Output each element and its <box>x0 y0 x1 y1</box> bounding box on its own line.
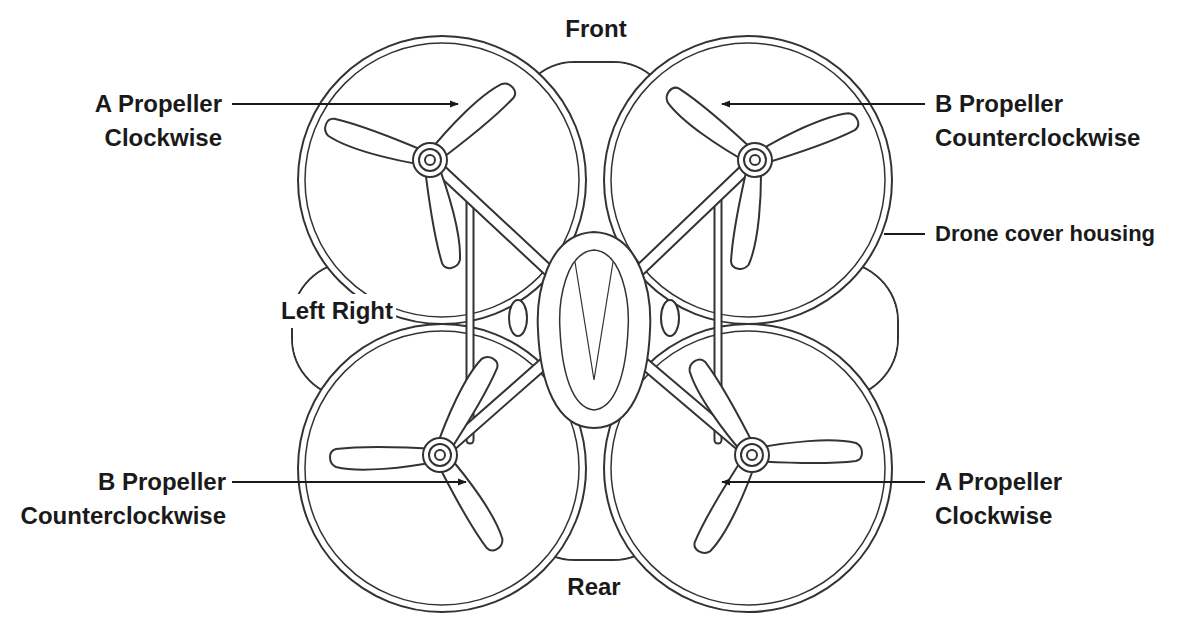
frame-arms <box>430 160 755 455</box>
motor <box>413 143 447 177</box>
hub-body <box>538 232 650 428</box>
propeller-label: A Propeller Clockwise <box>935 465 1085 533</box>
propeller <box>330 352 508 554</box>
hub-joint <box>509 300 527 336</box>
central-hub <box>509 232 679 428</box>
leader-line <box>232 481 466 483</box>
hub-canopy <box>560 250 629 410</box>
motor <box>735 438 769 472</box>
guard-ring-inner <box>611 331 885 605</box>
hub-joint <box>661 300 679 336</box>
propeller <box>322 78 520 270</box>
direction-label: Front <box>565 12 626 46</box>
motor <box>738 143 772 177</box>
propeller-label: A Propeller Clockwise <box>72 87 222 155</box>
part-label: Drone cover housing <box>935 217 1155 251</box>
hub-canopy-line <box>575 262 613 380</box>
propeller <box>684 356 862 558</box>
propeller <box>661 83 861 271</box>
propeller-label: B Propeller Counterclockwise <box>6 465 226 533</box>
guard-ring-inner <box>611 43 885 317</box>
leader-lines <box>232 104 925 482</box>
motor <box>423 438 457 472</box>
guard-ring <box>604 324 892 612</box>
guard-ring-inner <box>305 43 579 317</box>
propeller-label: B Propeller Counterclockwise <box>935 87 1155 155</box>
direction-label: Rear <box>567 570 620 604</box>
guard-ring-inner <box>305 331 579 605</box>
leader-line <box>232 103 458 105</box>
direction-label: Left Right <box>278 294 396 328</box>
leader-line <box>722 103 925 105</box>
leader-line <box>884 233 925 235</box>
leader-line <box>722 481 925 483</box>
guard-ring <box>604 36 892 324</box>
